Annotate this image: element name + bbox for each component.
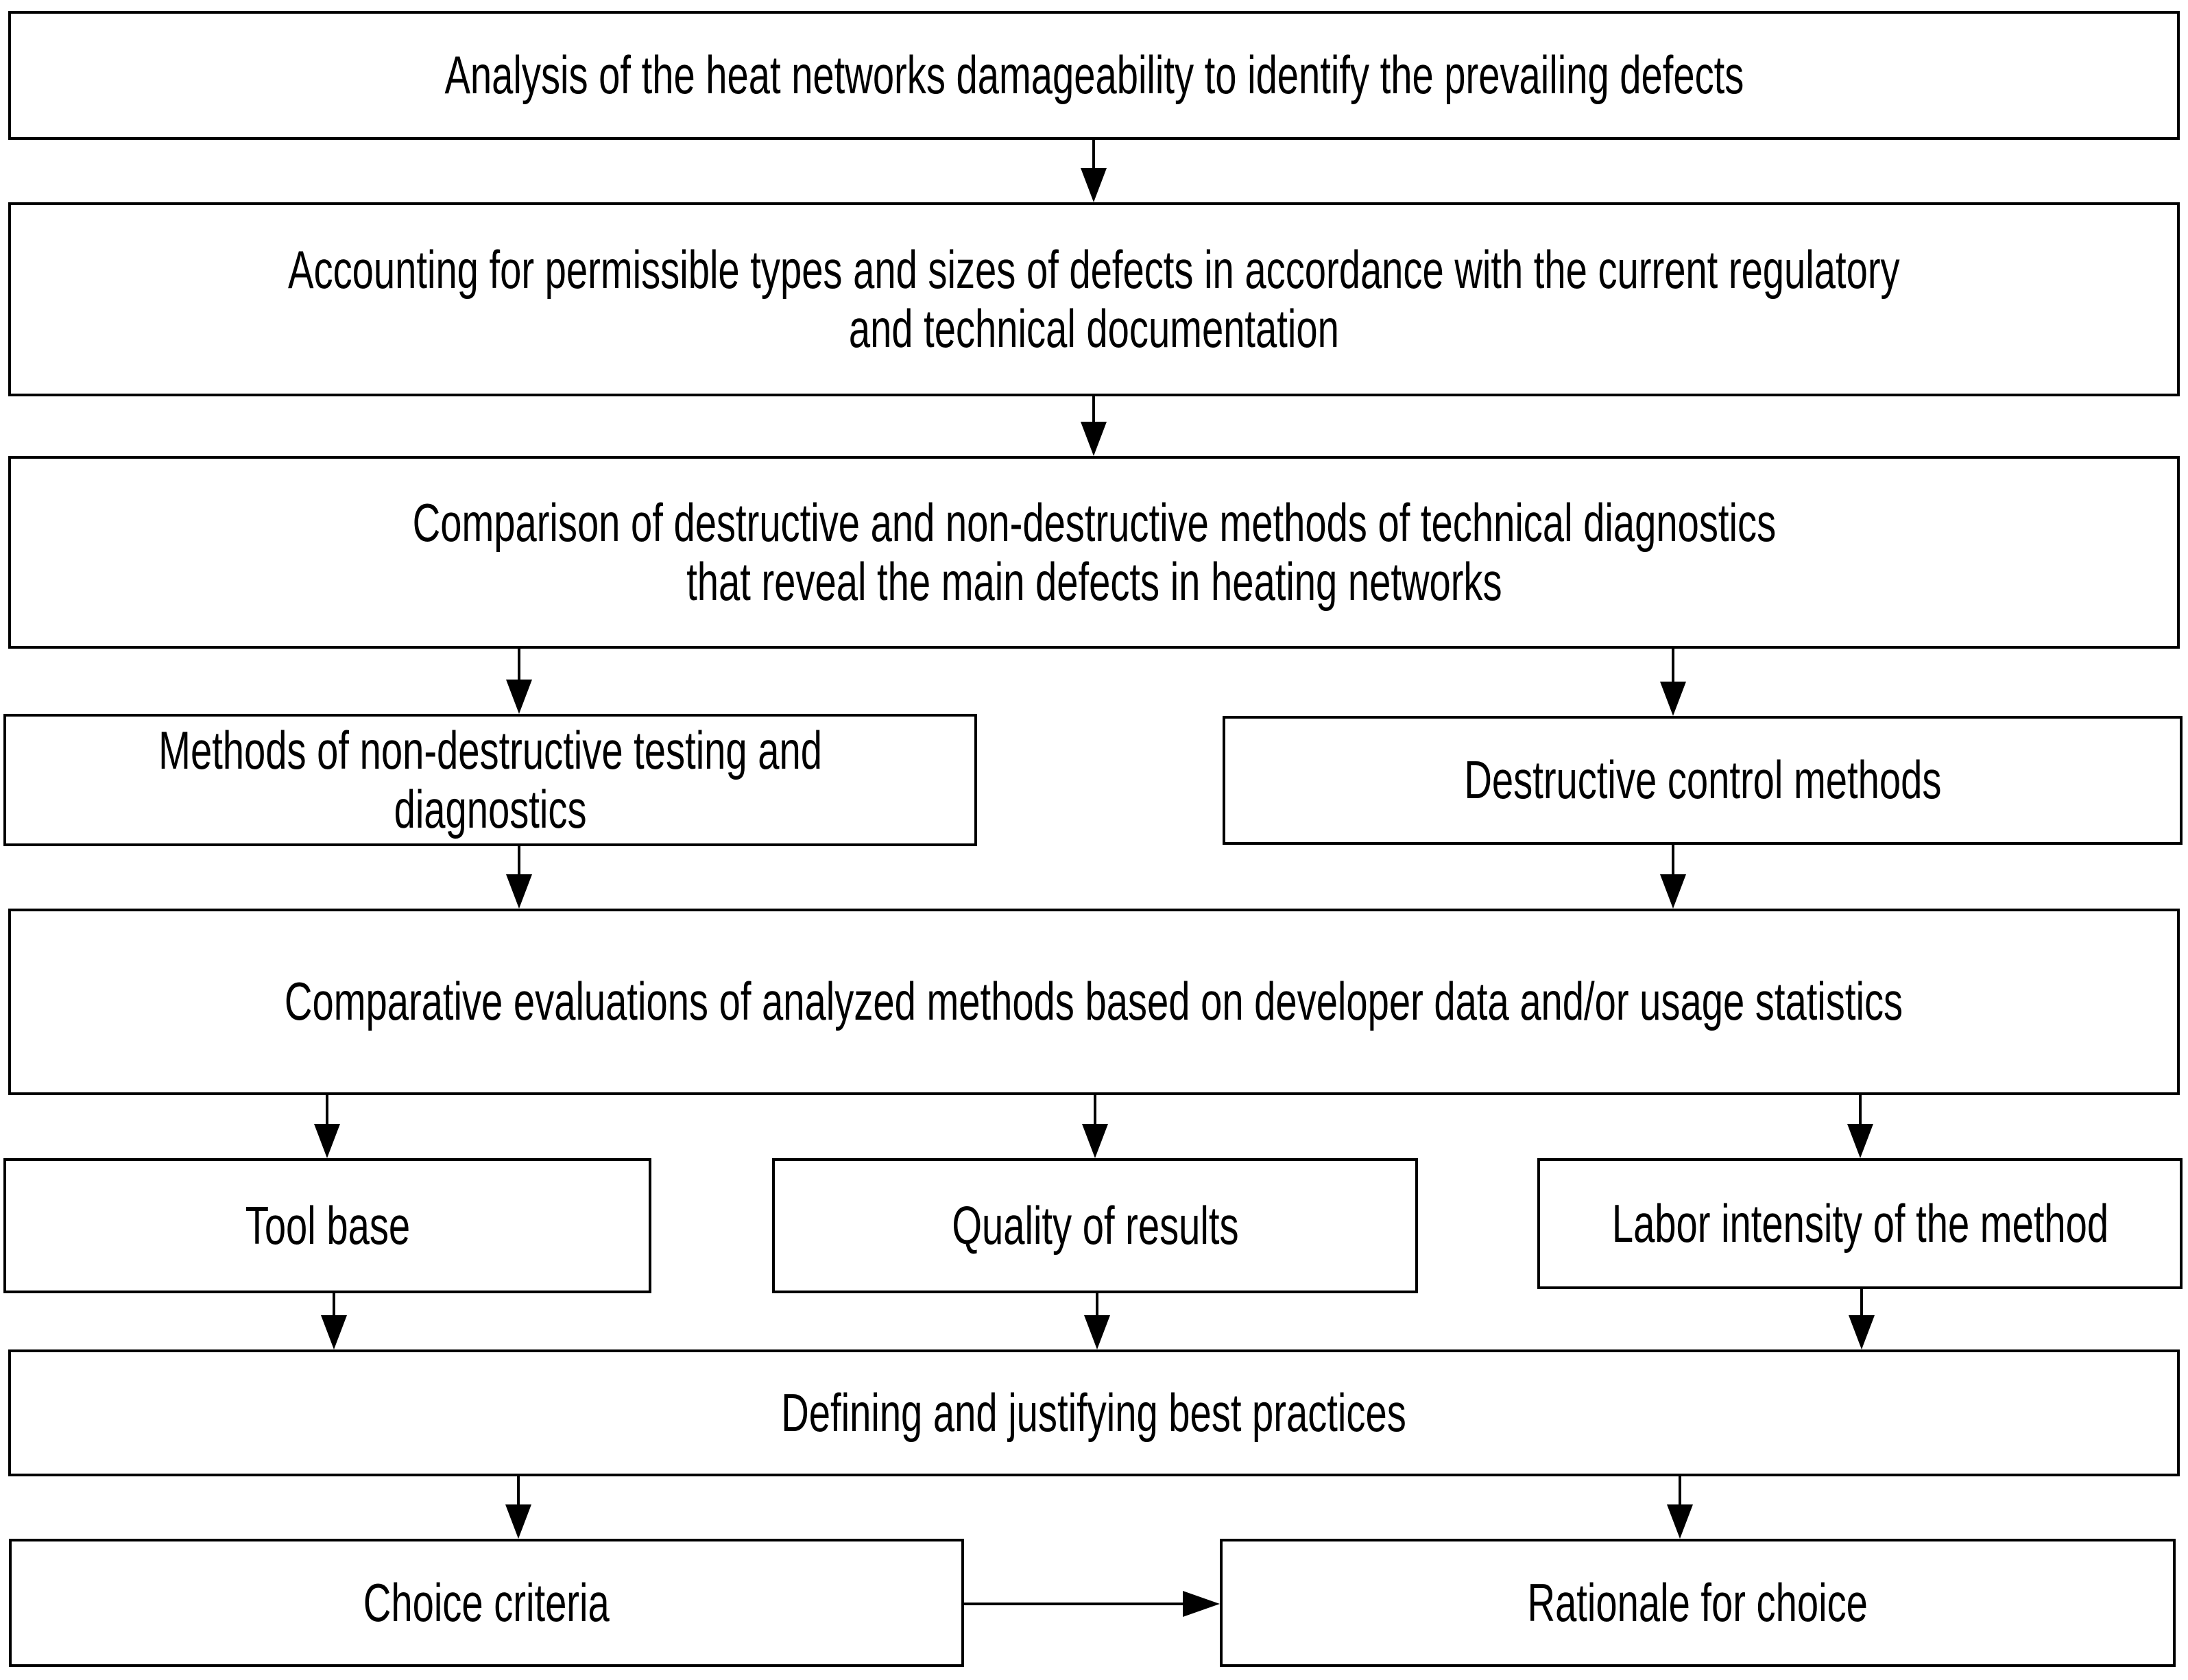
node-tool-base: Tool base <box>3 1158 651 1293</box>
node-accounting: Accounting for permissible types and siz… <box>8 202 2180 396</box>
node-quality-of-results-label: Quality of results <box>951 1195 1239 1256</box>
arrow-shaft <box>518 649 520 681</box>
arrow-shaft <box>1672 845 1674 876</box>
node-comparative-evaluations: Comparative evaluations of analyzed meth… <box>8 909 2180 1095</box>
arrow-shaft <box>1679 1476 1681 1506</box>
arrow-down-icon <box>314 1124 340 1158</box>
arrow-down-icon <box>1660 874 1686 909</box>
node-comparison: Comparison of destructive and non-destru… <box>8 456 2180 649</box>
arrow-best-practices-to-choice-criteria <box>505 1476 531 1539</box>
arrow-shaft <box>1092 396 1095 423</box>
node-accounting-label: Accounting for permissible types and siz… <box>288 239 1900 359</box>
arrow-best-practices-to-rationale-for-choice <box>1667 1476 1693 1539</box>
arrow-shaft <box>517 1476 520 1506</box>
node-best-practices-label: Defining and justifying best practices <box>781 1382 1407 1443</box>
arrow-comparison-to-destructive-methods <box>1660 649 1686 716</box>
node-labor-intensity: Labor intensity of the method <box>1537 1158 2183 1289</box>
arrow-shaft <box>1096 1293 1098 1317</box>
node-rationale-for-choice-label: Rationale for choice <box>1527 1572 1868 1633</box>
arrow-down-icon <box>1667 1504 1693 1539</box>
arrow-down-icon <box>1082 1124 1108 1158</box>
node-labor-intensity-label: Labor intensity of the method <box>1611 1192 2108 1253</box>
node-choice-criteria: Choice criteria <box>9 1539 964 1667</box>
node-ndt-methods: Methods of non-destructive testing and d… <box>3 714 977 846</box>
node-destructive-methods-label: Destructive control methods <box>1463 749 1942 811</box>
arrow-shaft <box>1092 140 1095 169</box>
node-tool-base-label: Tool base <box>245 1195 410 1256</box>
arrow-down-icon <box>506 680 532 714</box>
arrow-shaft <box>1672 649 1674 683</box>
node-analysis: Analysis of the heat networks damageabil… <box>8 11 2180 140</box>
arrow-comparative-evaluations-to-quality-of-results <box>1082 1095 1108 1158</box>
arrow-right-icon <box>1183 1591 1220 1617</box>
arrow-shaft <box>1860 1289 1863 1317</box>
node-quality-of-results: Quality of results <box>772 1158 1418 1293</box>
node-destructive-methods: Destructive control methods <box>1223 716 2183 845</box>
arrow-ndt-methods-to-comparative-evaluations <box>506 846 532 909</box>
node-best-practices: Defining and justifying best practices <box>8 1349 2180 1476</box>
arrow-down-icon <box>1084 1315 1110 1349</box>
node-ndt-methods-label: Methods of non-destructive testing and d… <box>158 720 822 839</box>
node-comparison-label: Comparison of destructive and non-destru… <box>412 492 1776 612</box>
arrow-comparative-evaluations-to-labor-intensity <box>1847 1095 1873 1158</box>
node-choice-criteria-label: Choice criteria <box>363 1572 610 1633</box>
node-comparative-evaluations-label: Comparative evaluations of analyzed meth… <box>285 971 1903 1032</box>
node-analysis-label: Analysis of the heat networks damageabil… <box>444 45 1744 106</box>
arrow-labor-intensity-to-best-practices <box>1849 1289 1875 1349</box>
arrow-down-icon <box>1849 1315 1875 1349</box>
arrow-down-icon <box>1081 168 1107 202</box>
arrow-down-icon <box>1847 1124 1873 1158</box>
arrow-destructive-methods-to-comparative-evaluations <box>1660 845 1686 909</box>
arrow-down-icon <box>321 1315 347 1349</box>
arrow-shaft <box>326 1095 328 1125</box>
node-rationale-for-choice: Rationale for choice <box>1220 1539 2176 1667</box>
arrow-tool-base-to-best-practices <box>321 1293 347 1349</box>
arrow-quality-of-results-to-best-practices <box>1084 1293 1110 1349</box>
arrow-down-icon <box>505 1504 531 1539</box>
arrow-comparative-evaluations-to-tool-base <box>314 1095 340 1158</box>
arrow-shaft <box>1859 1095 1862 1125</box>
arrow-comparison-to-ndt-methods <box>506 649 532 714</box>
arrow-accounting-to-comparison <box>1081 396 1107 456</box>
arrow-down-icon <box>506 874 532 909</box>
arrow-shaft <box>1094 1095 1096 1125</box>
arrow-choice-criteria-to-rationale-for-choice <box>964 1591 1220 1617</box>
arrow-shaft <box>964 1603 1186 1605</box>
arrow-down-icon <box>1081 422 1107 456</box>
arrow-shaft <box>518 846 520 876</box>
arrow-analysis-to-accounting <box>1081 140 1107 202</box>
arrow-shaft <box>333 1293 335 1317</box>
arrow-down-icon <box>1660 682 1686 716</box>
